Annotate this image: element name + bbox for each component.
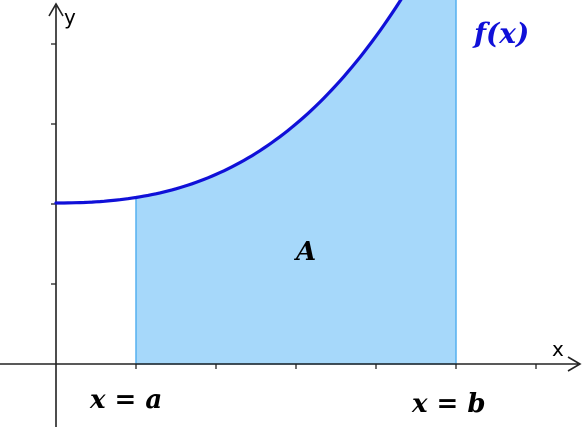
- x-axis-label: x: [552, 337, 564, 361]
- area-label: A: [293, 237, 316, 267]
- x-axis-arrow: [567, 356, 582, 372]
- curve-label: f(x): [472, 17, 529, 50]
- y-axis-arrow: [48, 2, 64, 17]
- left-bound-label: x = a: [89, 385, 162, 415]
- y-axis-label: y: [64, 5, 76, 29]
- x-axis-ticks: [135, 364, 537, 369]
- right-bound-label: x = b: [411, 389, 486, 419]
- function-curve: [54, 0, 403, 205]
- area-under-curve: [135, 0, 457, 365]
